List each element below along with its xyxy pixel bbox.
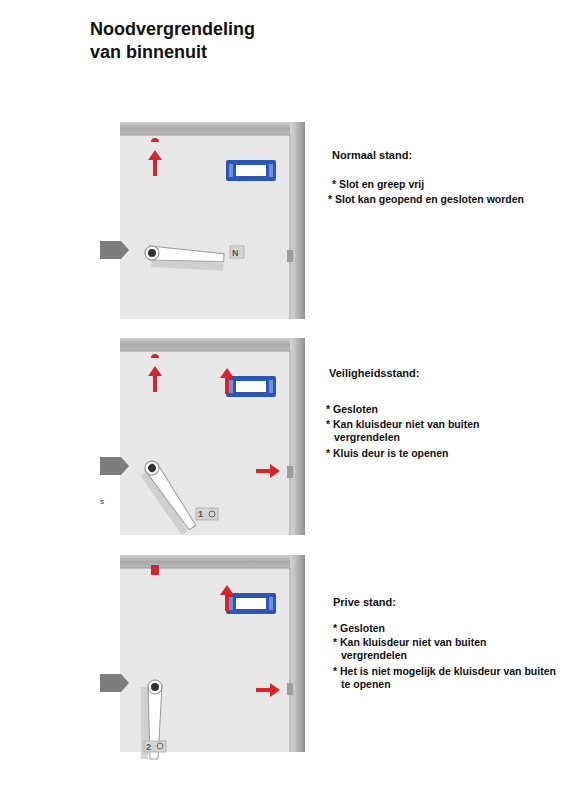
- state-heading: Normaal stand:: [332, 148, 557, 162]
- bullet-note: * Kluis deur is te openen: [326, 447, 559, 460]
- state-heading: Prive stand:: [333, 595, 558, 609]
- position-marker: 1: [198, 509, 208, 519]
- page-title: Noodvergrendeling van binnenuit: [90, 18, 275, 64]
- private-position-figure: [100, 555, 305, 759]
- position-marker: 2: [146, 742, 156, 752]
- bullet-note: * Gesloten: [333, 622, 566, 635]
- bullet-note: * Gesloten: [326, 403, 559, 416]
- state-heading: Veiligheidsstand:: [329, 366, 554, 380]
- text-fragment: s: [100, 497, 110, 506]
- position-marker: N: [232, 248, 246, 258]
- normal-position-figure: [100, 122, 305, 319]
- bullet-note: * Slot en greep vrij: [332, 178, 565, 191]
- bullet-note: * Het is niet mogelijk de kluisdeur van …: [333, 665, 559, 691]
- safety-position-figure: [100, 338, 305, 535]
- bullet-note: * Slot kan geopend en gesloten worden: [328, 193, 566, 206]
- bullet-note: * Kan kluisdeur niet van buiten vergrend…: [333, 636, 526, 662]
- bullet-note: * Kan kluisdeur niet van buiten vergrend…: [326, 418, 519, 444]
